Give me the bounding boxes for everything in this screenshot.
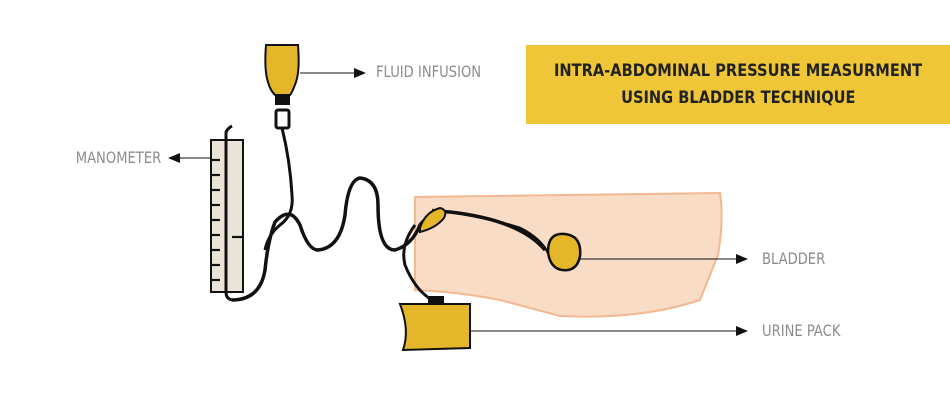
infusion-bag-neck bbox=[275, 95, 290, 105]
infusion-line bbox=[263, 127, 294, 251]
infusion-bag bbox=[264, 44, 300, 96]
bladder-label: BLADDER bbox=[762, 249, 826, 268]
title-line-1: INTRA-ABDOMINAL PRESSURE MEASURMENT bbox=[553, 60, 923, 81]
fluid-infusion-label: FLUID INFUSION bbox=[376, 62, 482, 81]
manometer-ticks bbox=[211, 158, 243, 282]
bladder-shape bbox=[546, 232, 582, 272]
leader-arrows bbox=[168, 68, 748, 336]
arrow-head-icon bbox=[736, 254, 748, 264]
drainage-line bbox=[402, 224, 433, 302]
manometer-label: MANOMETER bbox=[75, 148, 161, 167]
drip-chamber bbox=[274, 108, 291, 130]
arrow-head-icon bbox=[354, 68, 366, 78]
manometer-column-tube bbox=[224, 124, 235, 302]
arrow-head-icon bbox=[736, 326, 748, 336]
urine-pack-label: URINE PACK bbox=[762, 321, 841, 340]
title-banner: INTRA-ABDOMINAL PRESSURE MEASURMENT USIN… bbox=[526, 45, 950, 124]
arrow-head-icon bbox=[168, 153, 180, 163]
urine-pack bbox=[398, 303, 471, 352]
title-line-2: USING BLADDER TECHNIQUE bbox=[620, 87, 856, 108]
catheter-junction bbox=[419, 206, 447, 234]
urine-pack-cap bbox=[428, 296, 444, 304]
